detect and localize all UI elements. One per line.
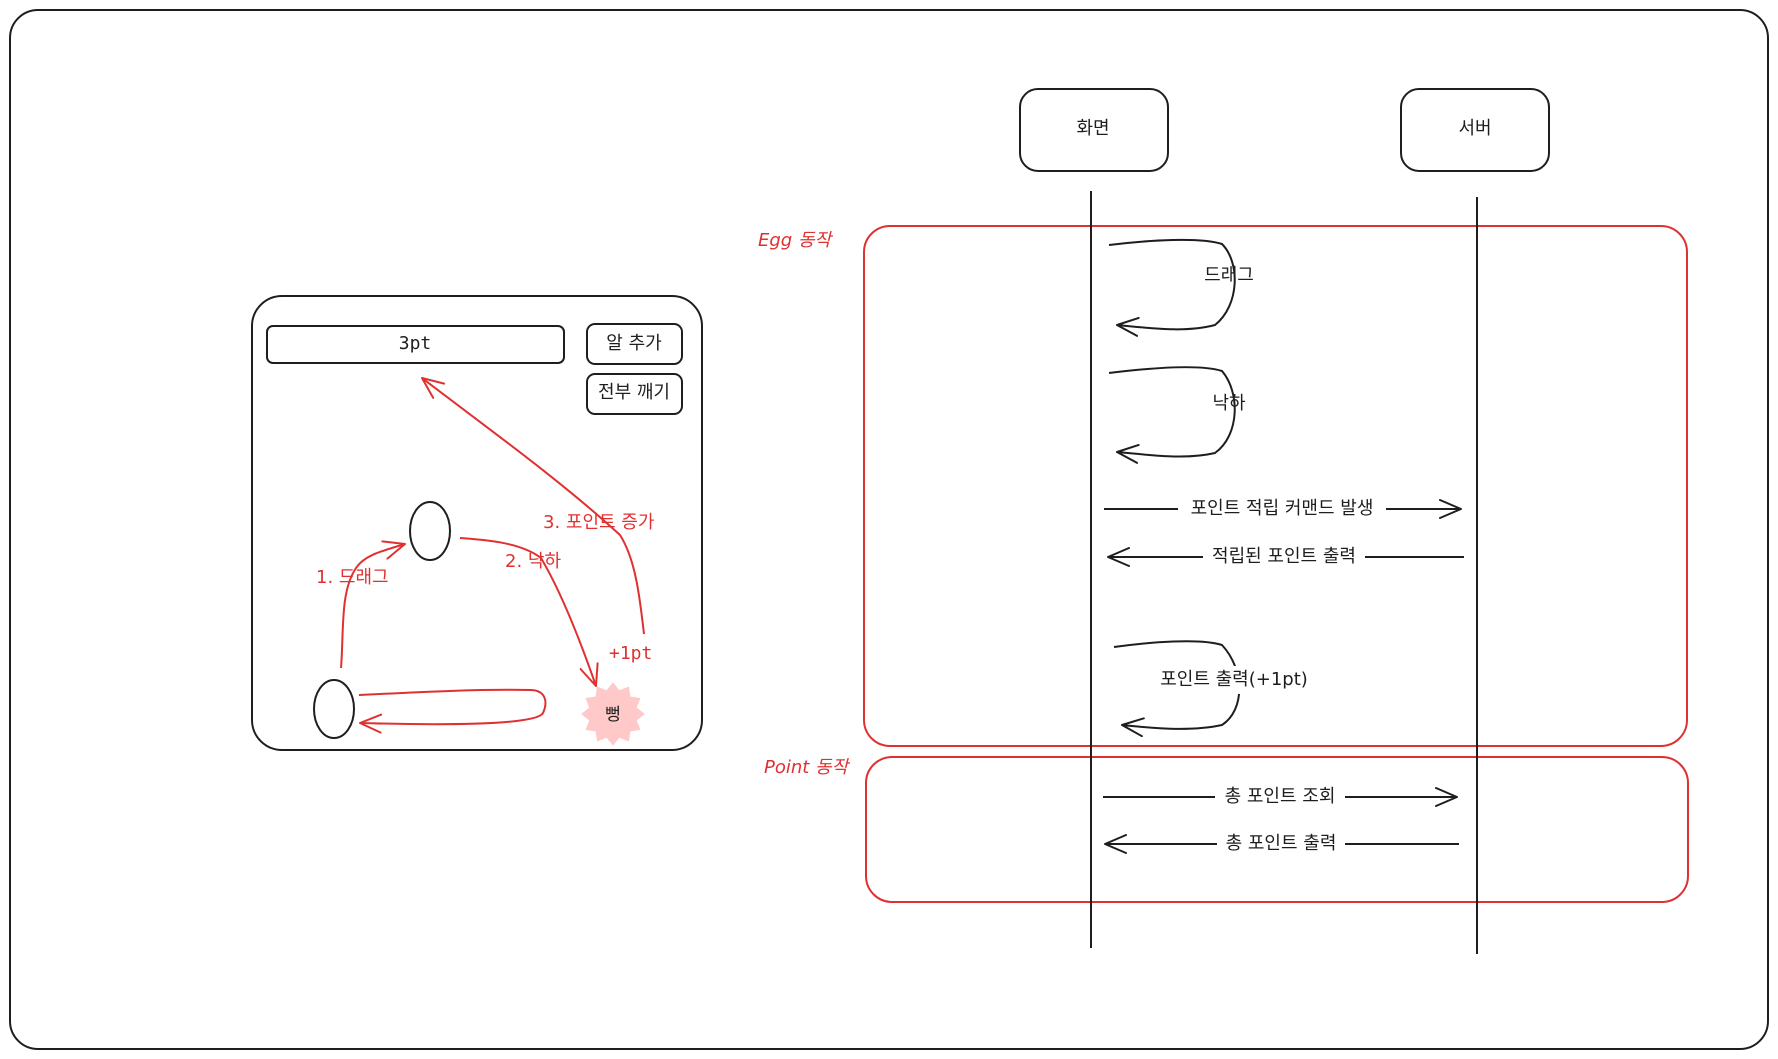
egg-bottom[interactable] (313, 679, 355, 739)
msg-self-output: 포인트 출력(+1pt) (1160, 669, 1308, 690)
arrow-point-increase (421, 377, 645, 635)
add-egg-button-label: 알 추가 (606, 333, 661, 354)
msg-query-bg (1215, 784, 1345, 810)
self-arrow-drop (1108, 366, 1236, 464)
arrow-drop (459, 537, 599, 687)
msg-drag: 드래그 (1204, 265, 1254, 286)
egg-top[interactable] (409, 501, 451, 561)
break-all-button-label: 전부 깨기 (598, 382, 670, 403)
msg-output-bg (1203, 544, 1365, 570)
egg-group-label: Egg 동작 (758, 230, 834, 251)
ui-mockup: 3pt 알 추가 전부 깨기 뻥 1. 드래그 2. 낙하 3. 포인트 증가 … (251, 295, 703, 751)
msg-drop: 낙하 (1212, 393, 1246, 414)
break-all-button[interactable]: 전부 깨기 (586, 373, 683, 415)
participant-screen-label: 화면 (1076, 118, 1109, 139)
msg-command-bg (1178, 496, 1386, 522)
step-drag-label: 1. 드래그 (316, 567, 389, 588)
plus-point-label: +1pt (609, 643, 652, 664)
mockup-frame (251, 295, 703, 751)
self-arrow-drag (1108, 238, 1236, 337)
msg-command: 포인트 적립 커맨드 발생 (1191, 498, 1374, 519)
burst-label: 뻥 (605, 705, 621, 725)
points-display-text: 3pt (399, 333, 432, 354)
point-group-label: Point 동작 (764, 757, 851, 778)
point-group-frame (865, 756, 1689, 903)
burst-shape: 뻥 (581, 682, 645, 746)
add-egg-button[interactable]: 알 추가 (586, 323, 683, 365)
points-display: 3pt (266, 325, 565, 364)
participant-screen: 화면 (1019, 88, 1169, 172)
step-drop-label: 2. 낙하 (505, 551, 561, 572)
msg-accumulated-output: 적립된 포인트 출력 (1212, 546, 1356, 567)
participant-server: 서버 (1400, 88, 1550, 172)
egg-group-frame (863, 225, 1688, 747)
msg-self-output-bg (1150, 666, 1318, 694)
msg-total-query: 총 포인트 조회 (1225, 786, 1336, 807)
arrow-drag (340, 540, 406, 669)
msg-total-output: 총 포인트 출력 (1226, 833, 1337, 854)
arrow-return (358, 688, 547, 734)
msg-total-output-bg (1217, 831, 1345, 857)
sequence-diagram: 화면 서버 Egg 동작 Point 동작 드래그 낙하 포인트 적립 커맨드 … (758, 88, 1689, 954)
step-increase-label: 3. 포인트 증가 (543, 512, 654, 533)
outer-frame (9, 9, 1769, 1050)
participant-server-label: 서버 (1458, 118, 1491, 139)
